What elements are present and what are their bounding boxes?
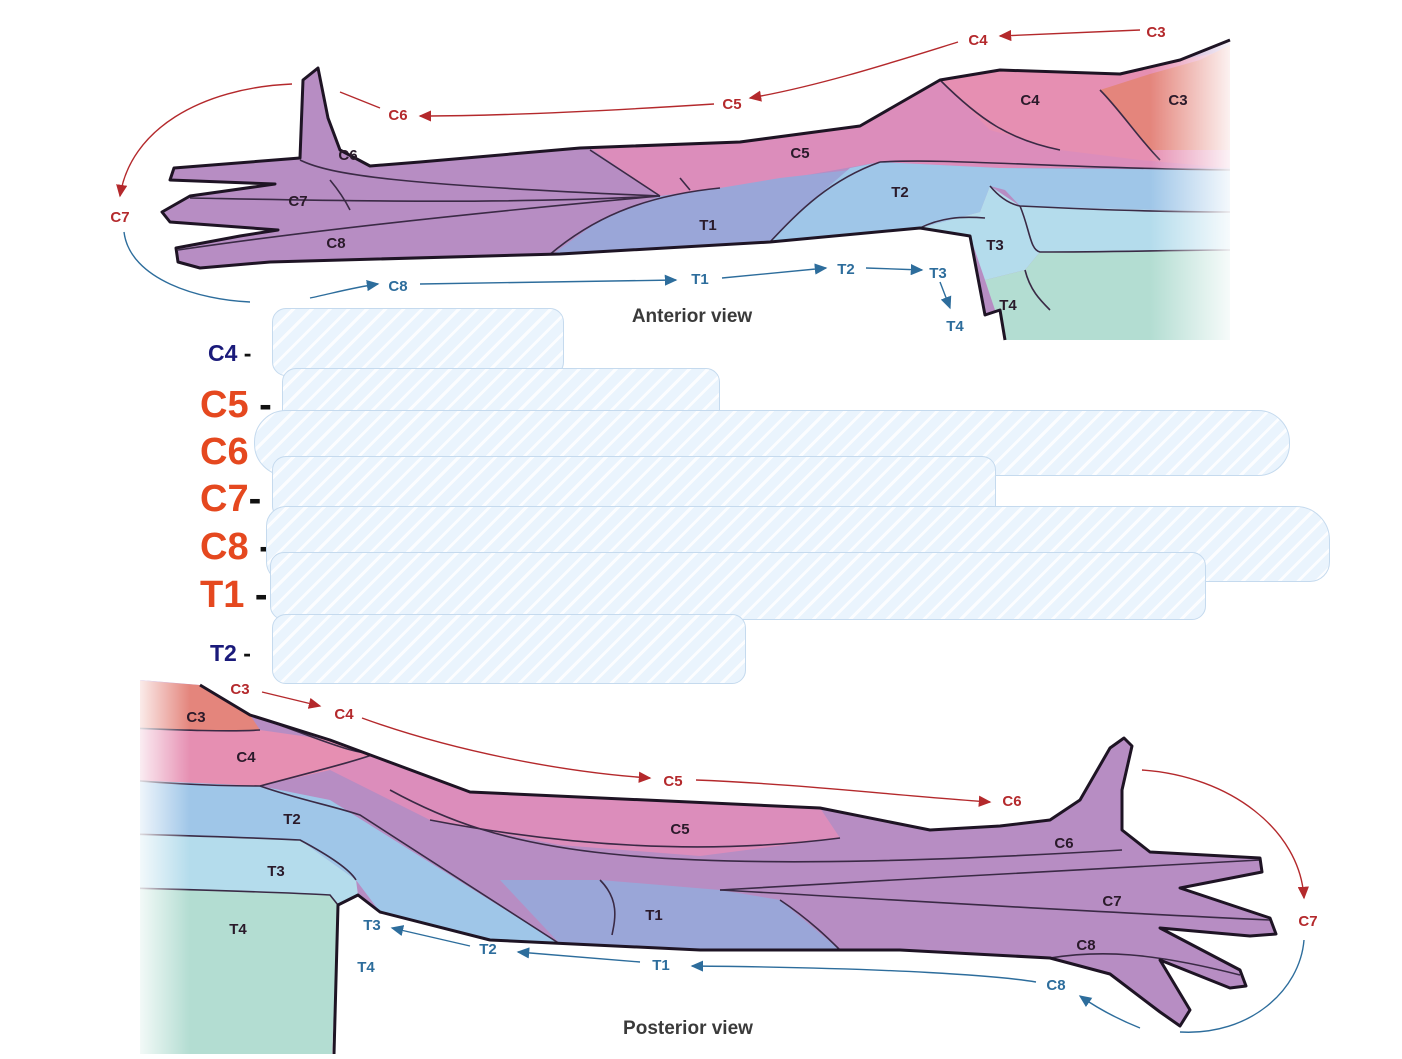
posterior-labels: C3 C4 C5 C6 C7 C8 T1 T2 T3 T4 C3 C4 C5 C… <box>186 681 1317 994</box>
anterior-labels: C3 C4 C5 C6 C7 C8 T1 T2 T3 T4 C4 C3 C5 C… <box>110 24 1187 335</box>
posterior-region-c6-label: C6 <box>1054 835 1073 852</box>
anterior-region-t4-label: T4 <box>999 297 1017 314</box>
posterior-region-t3-label: T3 <box>267 863 285 880</box>
posterior-t1-region <box>500 880 840 950</box>
redaction-mask-c4 <box>272 308 564 376</box>
legend-dash: - <box>243 340 252 366</box>
anterior-boundaries <box>177 79 1230 311</box>
posterior-arrows <box>261 691 1309 1033</box>
legend-level: C5 <box>200 384 249 426</box>
posterior-region-t2-label: T2 <box>283 811 301 828</box>
legend-row-t1: T1 - <box>200 574 268 617</box>
anterior-t2-region <box>770 162 1230 242</box>
posterior-region-c7-label: C7 <box>1102 893 1121 910</box>
anterior-region-c8-label: C8 <box>326 235 345 252</box>
anterior-arrow-c3: C3 <box>1146 24 1165 41</box>
legend-level: T1 <box>200 574 245 616</box>
legend-level: C6 <box>200 431 249 473</box>
anterior-region-c6-label: C6 <box>338 147 357 164</box>
legend-level: C8 <box>200 526 249 568</box>
legend-row-t2: T2 - <box>210 640 251 667</box>
anterior-arrow-c6: C6 <box>388 107 407 124</box>
posterior-arrow-c7: C7 <box>1298 913 1317 930</box>
anterior-region-t3-label: T3 <box>986 237 1004 254</box>
posterior-c5-region <box>330 752 840 856</box>
anterior-outline <box>160 38 1231 341</box>
legend-dash: - <box>254 574 268 616</box>
anterior-arrow-t2: T2 <box>837 261 855 278</box>
anterior-t1-region <box>550 170 850 256</box>
posterior-arrow-c4: C4 <box>334 706 354 723</box>
legend-row-c4: C4 - <box>208 340 251 367</box>
posterior-region-c4-label: C4 <box>236 749 256 766</box>
posterior-arrow-c8: C8 <box>1046 977 1065 994</box>
anterior-region-c4-label: C4 <box>1020 92 1040 109</box>
redaction-mask-t1 <box>270 552 1206 620</box>
anterior-view-caption: Anterior view <box>632 306 753 327</box>
anterior-region-t2-label: T2 <box>891 184 909 201</box>
posterior-outline <box>199 683 1278 1055</box>
posterior-left-fade <box>140 680 190 1054</box>
posterior-arrow-t1: T1 <box>652 957 670 974</box>
legend-dash: - <box>243 640 251 666</box>
anterior-t3-region <box>920 186 1230 280</box>
legend-level: T2 <box>210 640 237 666</box>
posterior-arrow-c3: C3 <box>230 681 249 698</box>
anterior-right-fade <box>1150 40 1230 340</box>
redaction-mask-t2 <box>272 614 746 684</box>
anterior-region-t1-label: T1 <box>699 217 717 234</box>
anterior-arrow-c8: C8 <box>388 278 407 295</box>
anterior-arrow-t1: T1 <box>691 271 709 288</box>
anterior-region-c7-label: C7 <box>288 193 307 210</box>
posterior-region-c3-label: C3 <box>186 709 205 726</box>
posterior-region-t4-label: T4 <box>229 921 247 938</box>
posterior-arrow-c6: C6 <box>1002 793 1021 810</box>
posterior-arrow-t4: T4 <box>357 959 375 976</box>
posterior-region-t1-label: T1 <box>645 907 663 924</box>
legend-row-c7: C7- <box>200 478 261 521</box>
posterior-arrow-t3: T3 <box>363 917 381 934</box>
posterior-t2-region <box>140 780 560 944</box>
anterior-region-c3-label: C3 <box>1168 92 1187 109</box>
posterior-arm <box>140 680 1276 1054</box>
anterior-region-c5-label: C5 <box>790 145 809 162</box>
posterior-view-caption: Posterior view <box>623 1018 753 1039</box>
anterior-arrow-t3: T3 <box>929 265 947 282</box>
posterior-arrow-c5: C5 <box>663 773 682 790</box>
posterior-region-c8-label: C8 <box>1076 937 1095 954</box>
anterior-arrow-t4: T4 <box>946 318 964 335</box>
anterior-arrow-c7: C7 <box>110 209 129 226</box>
legend-level: C4 <box>208 340 238 366</box>
anterior-arrows <box>116 29 1141 310</box>
legend-level: C7 <box>200 478 249 520</box>
anterior-arrow-c4: C4 <box>968 32 988 49</box>
legend-row-c8: C8 - <box>200 526 272 569</box>
anterior-arrow-c5: C5 <box>722 96 741 113</box>
posterior-arrow-t2: T2 <box>479 941 497 958</box>
posterior-region-c5-label: C5 <box>670 821 689 838</box>
legend-dash: - <box>248 478 262 520</box>
